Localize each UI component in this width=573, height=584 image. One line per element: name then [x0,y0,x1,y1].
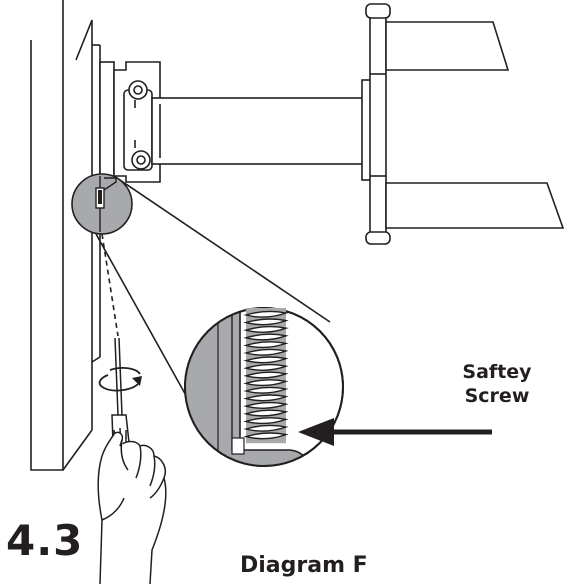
pivot-column [365,3,565,245]
screw-thread-coil [243,409,289,417]
diagram-caption: Diagram F [240,553,368,578]
screw-thread-coil [243,371,289,379]
callout-arrow [298,418,492,446]
safety-screw-label-line2: Screw [464,385,530,407]
screw-thread-coil [243,333,289,341]
safety-screw-label: Saftey Screw [452,360,542,408]
screw-thread-coil [243,363,289,371]
screw-thread-coil [243,424,289,432]
wall-plate [99,61,161,183]
rotation-arrow-icon [98,367,142,392]
screw-thread-coil [243,432,289,440]
magnifier-lines [95,179,331,409]
screw-thread-coil [243,318,289,326]
screw-thread-coil [243,310,289,318]
screw-thread-coil [243,348,289,356]
detail-source-circle [71,173,133,235]
screw-thread-coil [243,356,289,364]
step-number: 4.3 [6,516,84,565]
hand-illustration [97,431,167,584]
screw-thread-coil [243,386,289,394]
swing-arm [151,79,381,181]
screw-thread-coil [243,417,289,425]
safety-screw-label-line1: Saftey [462,361,532,383]
screw-thread-coil [243,341,289,349]
screw-thread-coil [243,401,289,409]
wall-panel [30,0,101,471]
screw-thread-coil [243,325,289,333]
screw-thread-coil [243,394,289,402]
safety-screw-threads [243,308,289,444]
screw-thread-coil [243,379,289,387]
